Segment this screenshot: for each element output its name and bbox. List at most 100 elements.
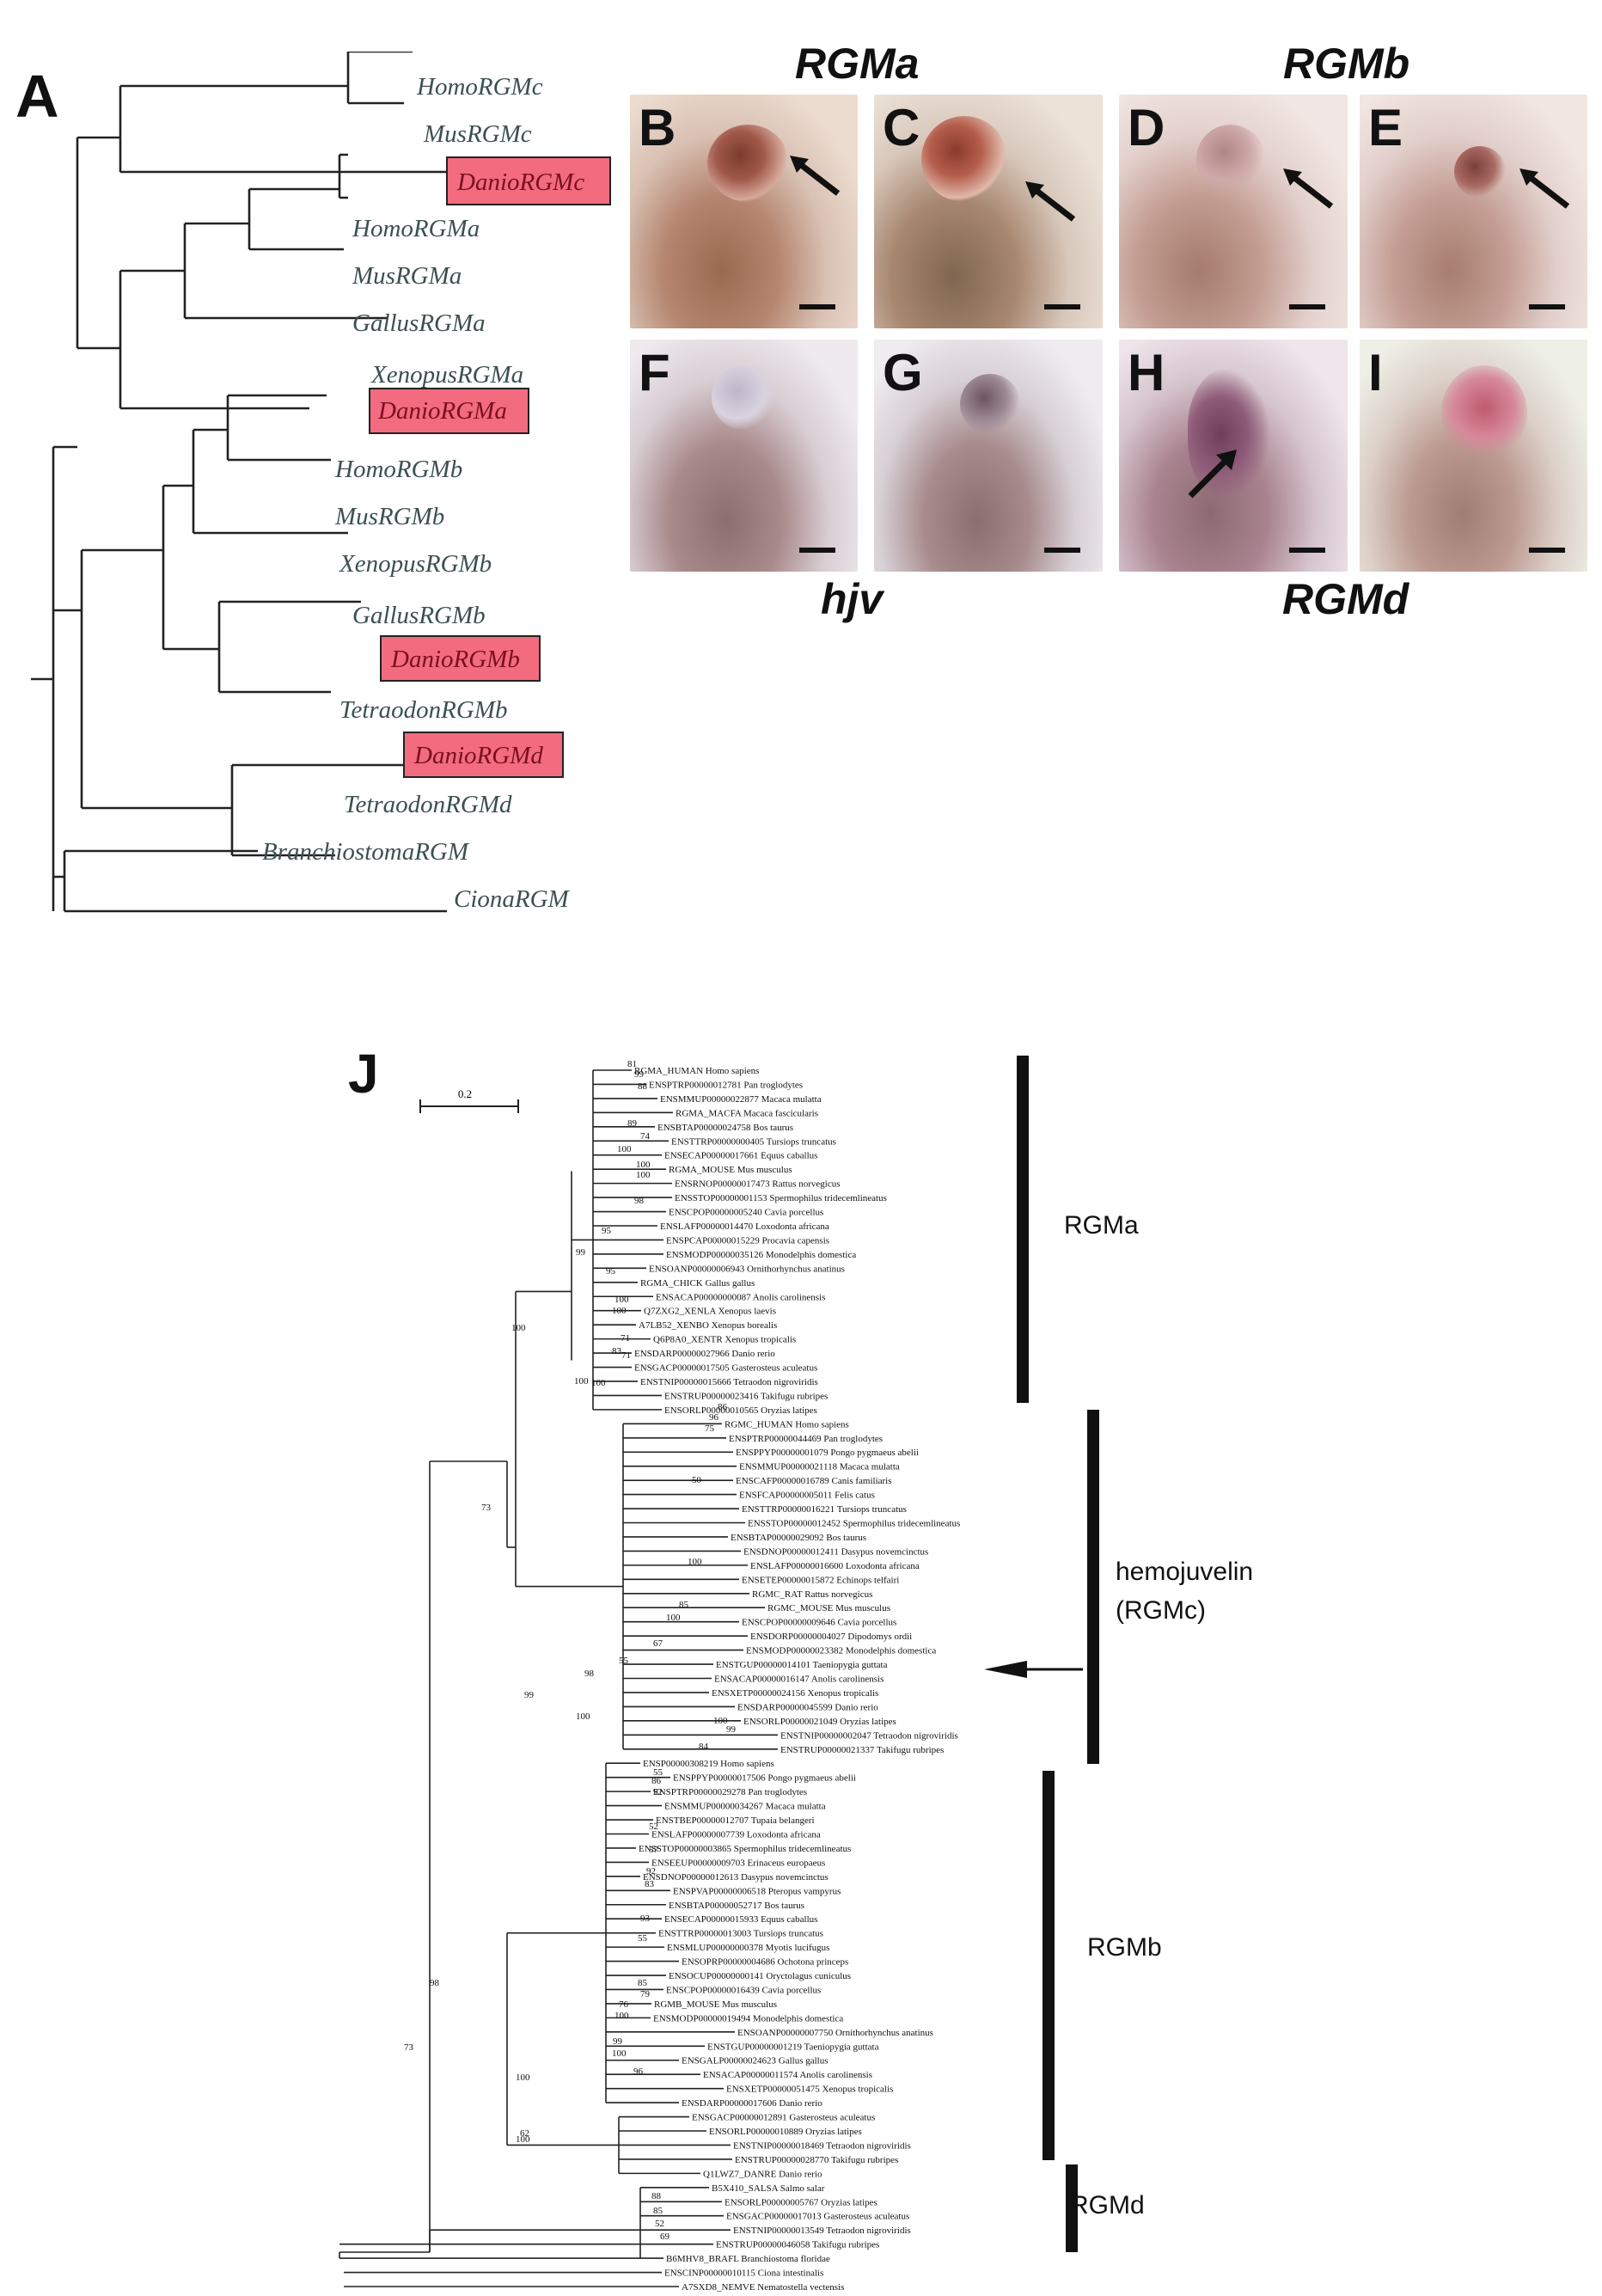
bootstrap-value: 89 bbox=[627, 1118, 638, 1129]
leaf-label: ENSMMUP00000034267 Macaca mulatta bbox=[664, 1802, 826, 1812]
label-c: C bbox=[883, 99, 920, 156]
photo-f: F bbox=[630, 340, 858, 572]
highlight-danio-rgmc bbox=[446, 156, 611, 205]
leaf-label: ENSMMUP00000021118 Macaca mulatta bbox=[739, 1462, 900, 1473]
bootstrap-value: 100 bbox=[612, 2048, 627, 2059]
leaf-label: RGMB_MOUSE Mus musculus bbox=[654, 1999, 777, 2010]
leaf-label: Q1LWZ7_DANRE Danio rerio bbox=[703, 2169, 822, 2179]
leaf-label: ENSDORP00000004027 Dipodomys ordii bbox=[750, 1632, 912, 1642]
leaf-label: ENSEEUP00000009703 Erinaceus europaeus bbox=[651, 1858, 825, 1868]
leaf-label: ENSSTOP00000012452 Spermophilus tridecem… bbox=[748, 1519, 960, 1529]
clade-bar-rgma bbox=[1017, 1056, 1029, 1403]
taxon-mus-rgmc: MusRGMc bbox=[423, 120, 532, 148]
leaf-label: ENSPVAP00000006518 Pteropus vampyrus bbox=[673, 1886, 841, 1896]
leaf-label: ENSDNOP00000012613 Dasypus novemcinctus bbox=[643, 1872, 829, 1883]
clade-label-rgmb: RGMb bbox=[1087, 1933, 1162, 1962]
clade-bar-rgmc bbox=[1087, 1410, 1099, 1764]
label-d: D bbox=[1128, 99, 1165, 156]
leaf-label: ENSMODP00000035126 Monodelphis domestica bbox=[666, 1250, 856, 1260]
bootstrap-value: 55 bbox=[619, 1656, 629, 1666]
leaf-label: ENSGACP00000012891 Gasterosteus aculeatu… bbox=[692, 2113, 875, 2123]
taxon-homo-rgmb: HomoRGMb bbox=[334, 456, 462, 483]
leaf-label: ENSOANP00000006943 Ornithorhynchus anati… bbox=[649, 1264, 845, 1274]
photo-h: H bbox=[1119, 340, 1348, 572]
taxon-homo-rgmc: HomoRGMc bbox=[416, 73, 543, 101]
title-rgma: RGMa bbox=[795, 40, 920, 88]
leaf-label: ENSPTRP00000029278 Pan troglodytes bbox=[653, 1787, 807, 1797]
bootstrap-value: 100 bbox=[615, 2011, 629, 2021]
label-e: E bbox=[1368, 99, 1403, 156]
leaf-label: ENSCAFP00000016789 Canis familiaris bbox=[736, 1476, 892, 1486]
arrow-icon bbox=[1188, 450, 1237, 499]
bootstrap-value: 98 bbox=[430, 1978, 440, 1988]
leaf-label: ENSMMUP00000022877 Macaca mulatta bbox=[660, 1094, 822, 1105]
leaf-label: ENSOCUP00000000141 Oryctolagus cuniculus bbox=[669, 1971, 851, 1981]
taxon-tetraodon-rgmb: TetraodonRGMb bbox=[339, 696, 508, 724]
bootstrap-value: 98 bbox=[584, 1668, 595, 1679]
bootstrap-value: 100 bbox=[688, 1557, 702, 1567]
leaf-label: ENSLAFP00000007739 Loxodonta africana bbox=[651, 1829, 821, 1840]
bootstrap-value: 100 bbox=[574, 1376, 589, 1387]
leaf-label: ENSACAP00000016147 Anolis carolinensis bbox=[714, 1675, 884, 1685]
bootstrap-value: 92 bbox=[646, 1866, 656, 1877]
scale-bar bbox=[1044, 548, 1080, 553]
taxon-xenopus-rgma: XenopusRGMa bbox=[370, 361, 523, 389]
scale-bar bbox=[799, 548, 835, 553]
bootstrap-value: 99 bbox=[634, 1069, 645, 1080]
bootstrap-value: 95 bbox=[602, 1226, 612, 1236]
bootstrap-value: 100 bbox=[636, 1170, 651, 1180]
title-rgmb: RGMb bbox=[1283, 40, 1410, 88]
leaf-label: ENSACAP00000000087 Anolis carolinensis bbox=[656, 1292, 825, 1302]
bootstrap-value: 96 bbox=[709, 1412, 719, 1423]
scale-bar bbox=[1289, 304, 1325, 309]
highlight-danio-rgma bbox=[369, 388, 529, 434]
bootstrap-value: 75 bbox=[705, 1424, 715, 1434]
taxon-homo-rgma: HomoRGMa bbox=[352, 215, 480, 242]
clade-bar-rgmb bbox=[1043, 1771, 1055, 2160]
label-g: G bbox=[883, 344, 923, 401]
bootstrap-value: 83 bbox=[645, 1879, 655, 1889]
leaf-label: ENSCPOP00000005240 Cavia porcellus bbox=[669, 1208, 823, 1218]
bootstrap-value: 100 bbox=[511, 1323, 526, 1333]
bootstrap-value: 79 bbox=[640, 1989, 651, 1999]
title-hjv: hjv bbox=[821, 575, 884, 623]
bootstrap-value: 98 bbox=[634, 1196, 645, 1206]
leaf-label: ENSTRUP00000021337 Takifugu rubripes bbox=[780, 1745, 944, 1755]
leaf-label: ENSDARP00000017606 Danio rerio bbox=[682, 2098, 822, 2109]
bootstrap-value: 99 bbox=[524, 1690, 535, 1700]
panel-a-tree: HomoRGMc MusRGMc DanioRGMc HomoRGMa MusR… bbox=[31, 52, 611, 913]
leaf-label: ENSOPRP00000004686 Ochotona princeps bbox=[682, 1957, 848, 1968]
leaf-label: ENSBTAP00000024758 Bos taurus bbox=[657, 1123, 793, 1133]
taxon-tetraodon-rgmd: TetraodonRGMd bbox=[344, 791, 512, 818]
taxon-mus-rgmb: MusRGMb bbox=[334, 503, 444, 530]
leaf-label: ENSOANP00000007750 Ornithorhynchus anati… bbox=[737, 2028, 933, 2038]
leaf-label: ENSTNIP00000002047 Tetraodon nigroviridi… bbox=[780, 1730, 958, 1741]
leaf-label: ENSORLP00000010889 Oryzias latipes bbox=[709, 2127, 862, 2137]
leaf-label: ENSGALP00000024623 Gallus gallus bbox=[682, 2056, 829, 2066]
bootstrap-value: 83 bbox=[612, 1346, 622, 1356]
photo-g: G bbox=[874, 340, 1103, 572]
bootstrap-value: 85 bbox=[679, 1600, 689, 1610]
bootstrap-value: 96 bbox=[633, 2066, 644, 2077]
taxon-danio-rgmc: DanioRGMc bbox=[456, 168, 584, 196]
leaf-label: ENSPTRP00000044469 Pan troglodytes bbox=[729, 1434, 883, 1444]
bootstrap-value: 100 bbox=[617, 1144, 632, 1154]
photo-b: B bbox=[630, 95, 858, 328]
leaf-label: ENSPPYP00000017506 Pongo pygmaeus abelii bbox=[673, 1773, 856, 1784]
leaf-label: ENSXETP00000051475 Xenopus tropicalis bbox=[726, 2085, 893, 2095]
leaf-label: ENSTNIP00000018469 Tetraodon nigroviridi… bbox=[733, 2140, 911, 2151]
leaf-label: ENSMODP00000023382 Monodelphis domestica bbox=[746, 1646, 936, 1656]
leaf-label: ENSTNIP00000015666 Tetraodon nigroviridi… bbox=[640, 1377, 818, 1387]
panel-a-highlights bbox=[369, 156, 611, 778]
leaf-label: RGMA_HUMAN Homo sapiens bbox=[634, 1066, 759, 1076]
bootstrap-value: 71 bbox=[621, 1350, 631, 1361]
bootstrap-value: 99 bbox=[613, 2036, 623, 2047]
leaf-label: ENSSTOP00000001153 Spermophilus tridecem… bbox=[675, 1193, 887, 1203]
highlight-danio-rgmb bbox=[380, 635, 541, 682]
label-b: B bbox=[639, 99, 676, 156]
bootstrap-value: 84 bbox=[699, 1742, 709, 1752]
highlight-danio-rgmd bbox=[403, 732, 564, 778]
panel-j-letter: J bbox=[348, 1043, 379, 1105]
bootstrap-value: 67 bbox=[653, 1638, 663, 1649]
bootstrap-value: 92 bbox=[653, 1787, 663, 1797]
